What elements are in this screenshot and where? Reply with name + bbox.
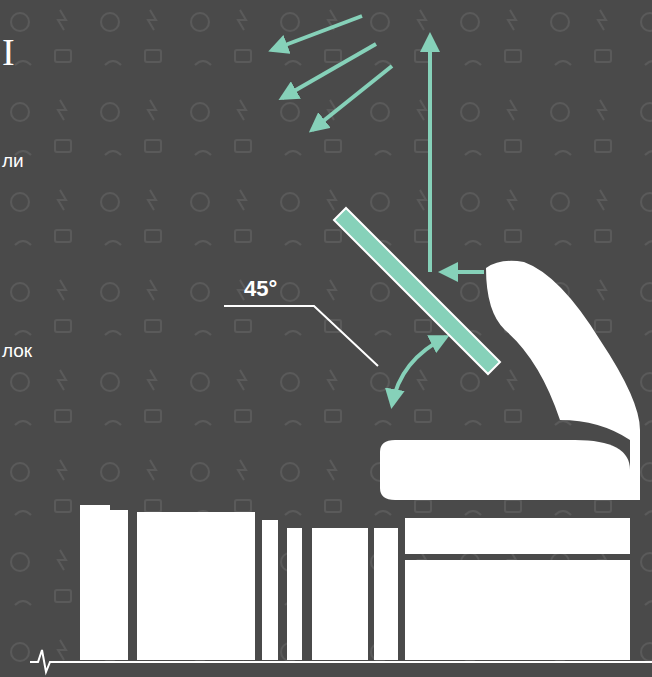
angle-label: 45° [244, 276, 277, 302]
scanner [380, 261, 640, 660]
books [80, 505, 398, 660]
angle-leader [224, 306, 378, 366]
baseline [30, 650, 652, 672]
text-fragment: ли [2, 150, 24, 172]
text-fragment: лок [2, 340, 32, 362]
light-arrows [272, 16, 484, 405]
heading-fragment: I [2, 30, 15, 74]
